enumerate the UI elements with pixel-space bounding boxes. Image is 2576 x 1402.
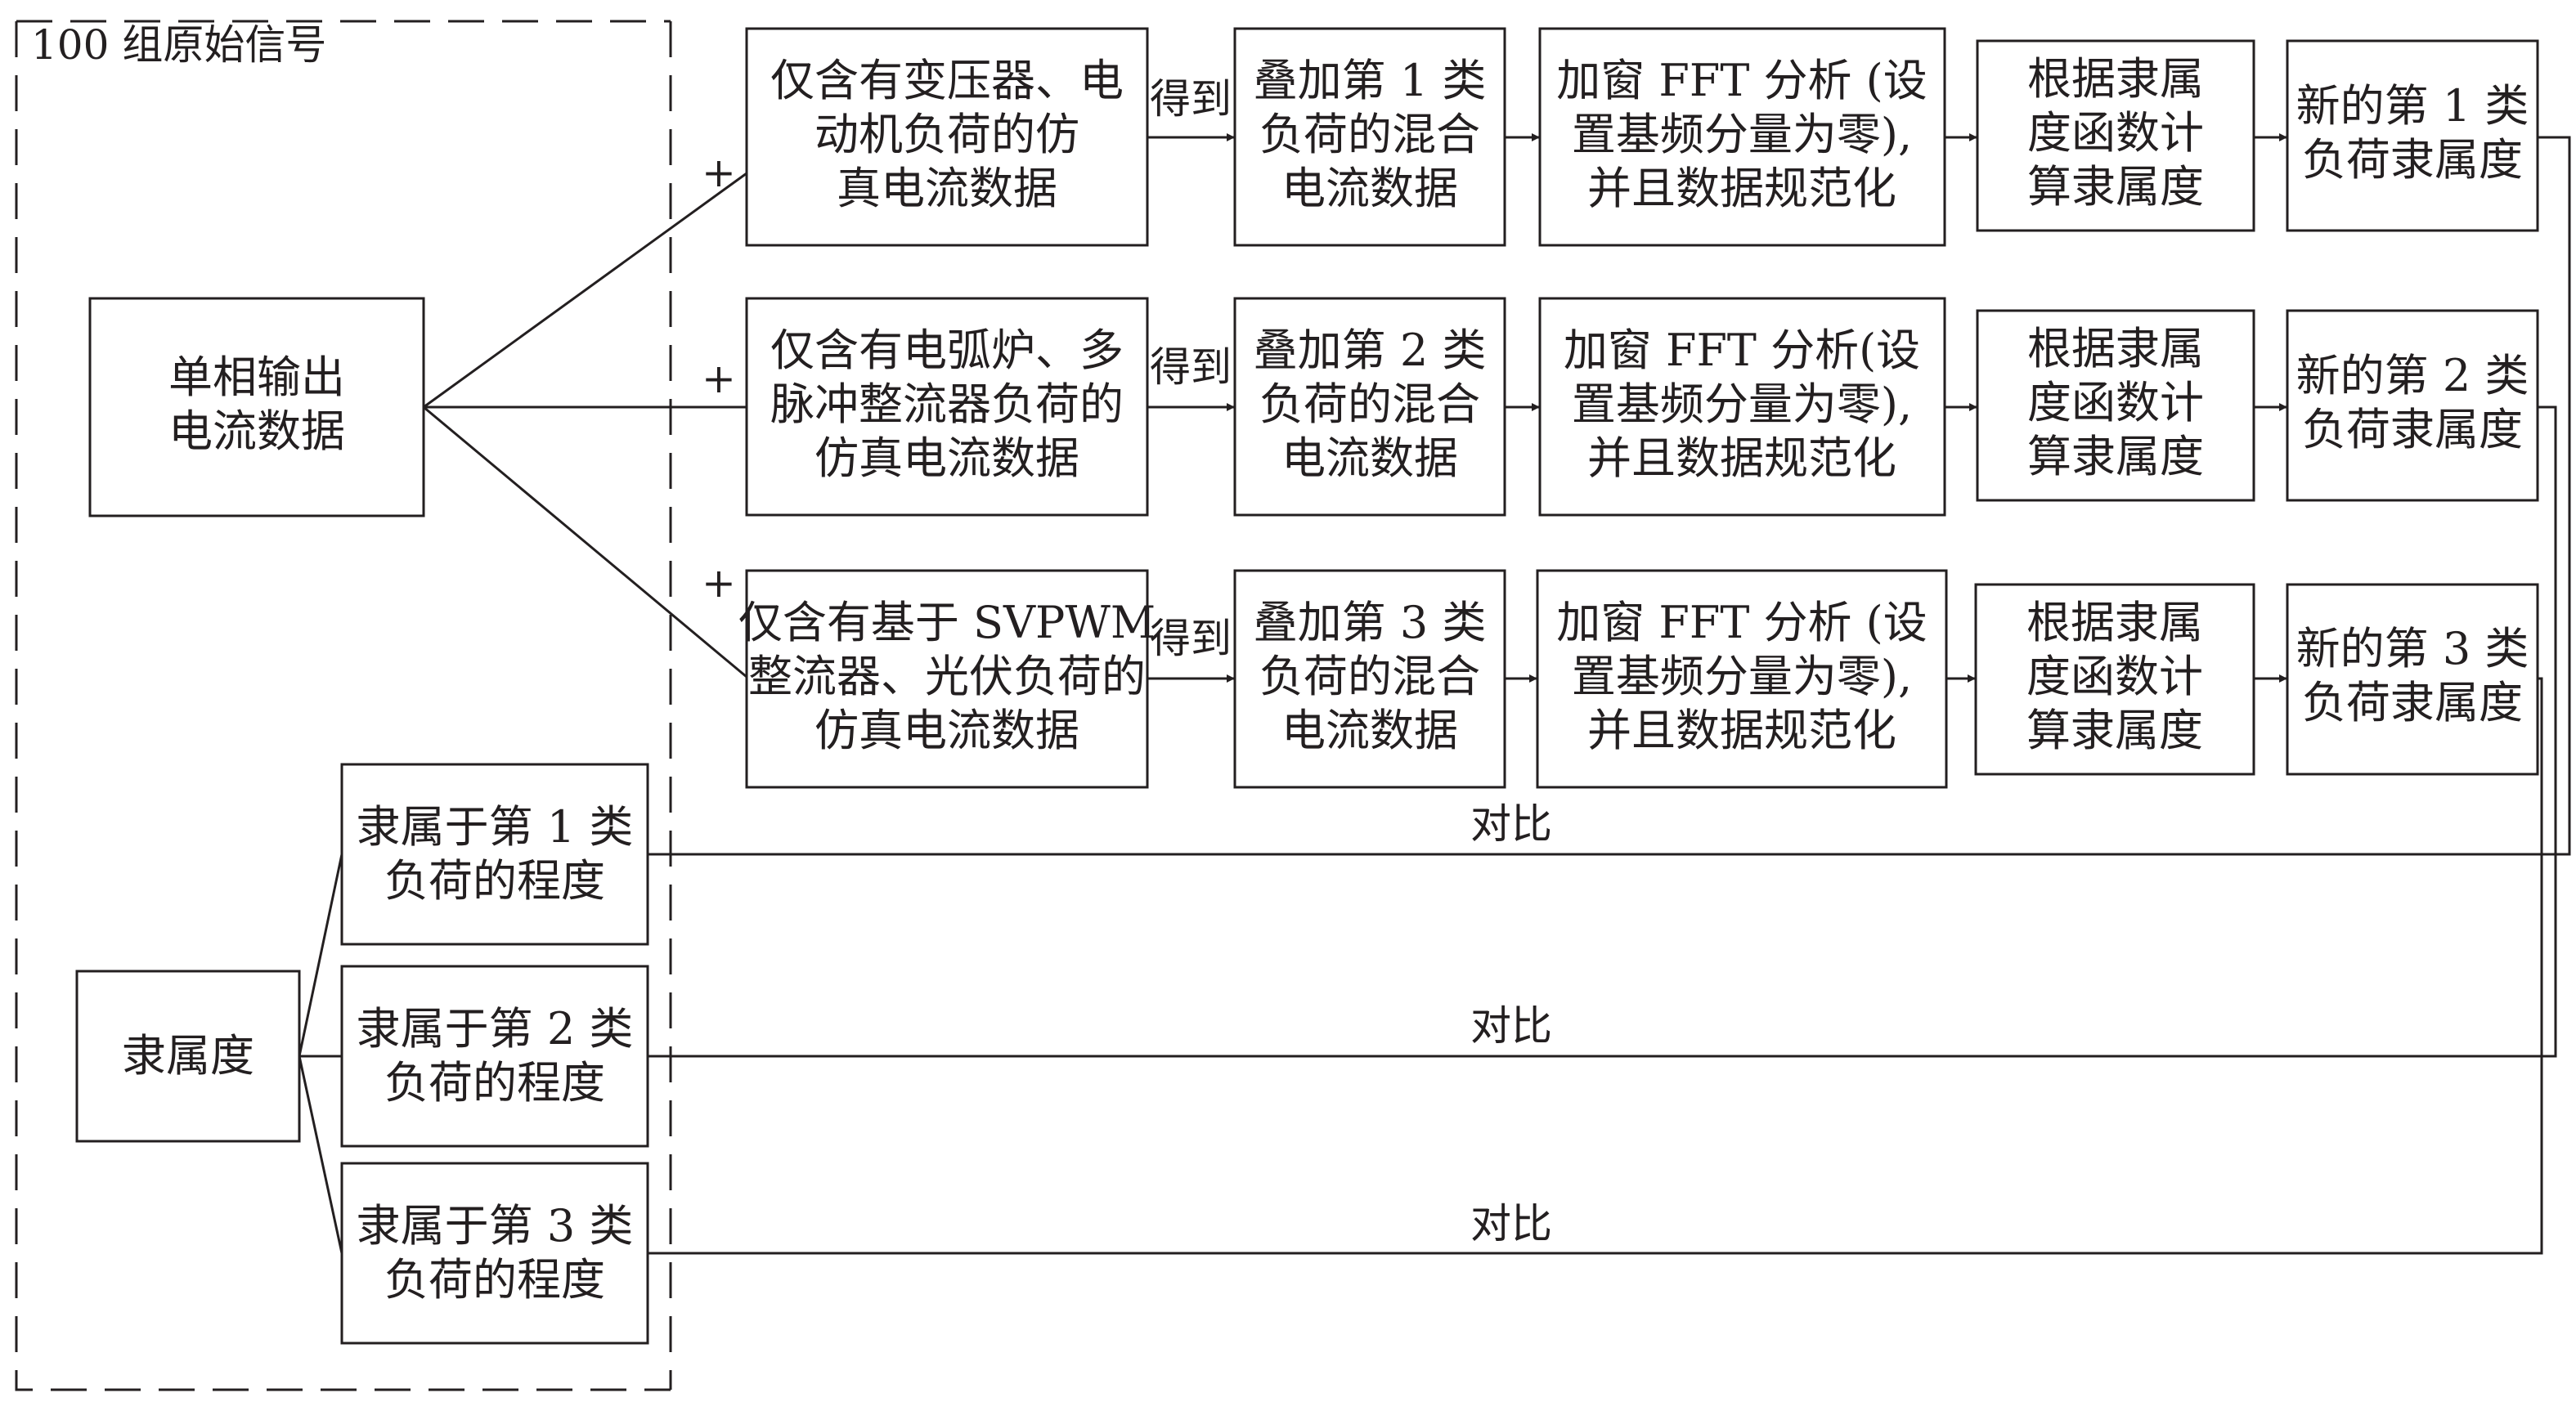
simulated-data-1-line-1: 仅含有变压器、电 (770, 55, 1124, 106)
membership-degree-label: 隶属度 (122, 1030, 254, 1082)
simulated-data-3-line-2: 整流器、光伏负荷的 (748, 651, 1146, 702)
membership-degree-box (75, 970, 301, 1143)
compare-line-2 (648, 405, 2557, 1058)
source-box-line-2: 电流数据 (168, 405, 345, 457)
plus-sign-2: + (702, 355, 736, 402)
group-label: 100 组原始信号 (31, 21, 326, 69)
obtain-label-1: 得到 (1150, 75, 1232, 123)
membership-calc-box-3 (1974, 583, 2255, 776)
mixed-data-2-line-2: 负荷的混合 (1259, 378, 1480, 430)
membership-calc-3-line-1: 根据隶属 (2026, 597, 2203, 648)
plus-sign-1: + (702, 149, 736, 196)
membership-calc-2-line-3: 算隶属度 (2027, 431, 2204, 482)
membership-calc-2-line-1: 根据隶属 (2027, 323, 2204, 374)
result-box-3 (2286, 583, 2539, 776)
mixed-data-2-line-3: 电流数据 (1281, 432, 1458, 484)
compare-label-2: 对比 (1470, 1002, 1552, 1050)
degree-box-2 (340, 965, 649, 1148)
fft-3-line-3: 并且数据规范化 (1587, 705, 1896, 756)
fan-line-3 (423, 405, 747, 679)
degree-3-line-1: 隶属于第 3 类 (357, 1200, 634, 1252)
simulated-data-2-line-1: 仅含有电弧炉、多 (770, 325, 1124, 376)
membership-calc-box-2 (1976, 309, 2255, 502)
membership-calc-2-line-2: 度函数计 (2027, 377, 2204, 428)
simulated-data-box-2 (745, 297, 1149, 517)
degree-1-line-1: 隶属于第 1 类 (357, 801, 634, 853)
simulated-data-1-line-2: 动机负荷的仿 (815, 109, 1079, 160)
fft-box-3 (1536, 569, 1948, 789)
simulated-data-box-1 (745, 27, 1149, 247)
obtain-label-2: 得到 (1150, 343, 1232, 391)
mixed-data-2-line-1: 叠加第 2 类 (1254, 325, 1487, 376)
simulated-data-2-line-2: 脉冲整流器负荷的 (770, 378, 1124, 430)
original-signals-group-border (15, 20, 672, 1391)
membership-calc-1-line-2: 度函数计 (2027, 107, 2204, 159)
degree-2-line-2: 负荷的程度 (384, 1057, 605, 1109)
degree-1-line-2: 负荷的程度 (384, 855, 605, 907)
membership-calc-3-line-2: 度函数计 (2026, 651, 2203, 702)
degree-2-line-1: 隶属于第 2 类 (357, 1003, 634, 1055)
fft-2-line-3: 并且数据规范化 (1587, 432, 1896, 484)
compare-line-3 (648, 677, 2543, 1255)
degree-box-3 (340, 1162, 649, 1345)
simulated-data-1-line-3: 真电流数据 (837, 163, 1057, 214)
obtain-label-3: 得到 (1150, 615, 1232, 662)
result-2-line-1: 新的第 2 类 (2296, 350, 2529, 401)
source-box (88, 297, 425, 517)
degree-fan-line-3 (298, 1055, 343, 1254)
membership-calc-1-line-3: 算隶属度 (2027, 161, 2204, 213)
degree-fan-line-1 (298, 853, 343, 1057)
mixed-data-1-line-1: 叠加第 1 类 (1254, 55, 1487, 106)
simulated-data-box-3 (745, 569, 1149, 789)
fft-box-1 (1538, 27, 1946, 247)
membership-calc-box-1 (1976, 39, 2255, 232)
result-box-2 (2286, 309, 2539, 502)
result-3-line-2: 负荷隶属度 (2302, 677, 2523, 728)
mixed-data-3-line-3: 电流数据 (1281, 705, 1458, 756)
result-box-1 (2286, 39, 2539, 232)
mixed-data-box-1 (1233, 27, 1506, 247)
degree-3-line-2: 负荷的程度 (384, 1254, 605, 1306)
mixed-data-1-line-2: 负荷的混合 (1259, 109, 1480, 160)
simulated-data-3-line-1: 仅含有基于 SVPWM (738, 597, 1156, 648)
fft-3-line-2: 置基频分量为零), (1572, 651, 1912, 702)
compare-label-3: 对比 (1470, 1200, 1552, 1247)
fft-3-line-1: 加窗 FFT 分析 (设 (1556, 597, 1928, 648)
fft-box-2 (1538, 297, 1946, 517)
source-box-line-1: 单相输出 (168, 352, 345, 403)
plus-sign-3: + (702, 559, 736, 607)
compare-label-1: 对比 (1470, 800, 1552, 848)
fft-1-line-1: 加窗 FFT 分析 (设 (1556, 55, 1928, 106)
result-2-line-2: 负荷隶属度 (2302, 404, 2523, 455)
mixed-data-box-2 (1233, 297, 1506, 517)
result-1-line-2: 负荷隶属度 (2302, 134, 2523, 186)
fft-1-line-2: 置基频分量为零), (1572, 109, 1912, 160)
compare-line-1 (648, 136, 2571, 856)
mixed-data-1-line-3: 电流数据 (1281, 163, 1458, 214)
fft-2-line-2: 置基频分量为零), (1572, 378, 1912, 430)
degree-box-1 (340, 763, 649, 946)
membership-calc-1-line-1: 根据隶属 (2027, 53, 2204, 105)
simulated-data-3-line-3: 仿真电流数据 (815, 705, 1079, 756)
fft-2-line-1: 加窗 FFT 分析(设 (1564, 325, 1920, 376)
membership-calc-3-line-3: 算隶属度 (2026, 705, 2203, 756)
mixed-data-3-line-2: 负荷的混合 (1259, 651, 1480, 702)
fan-line-1 (423, 172, 747, 409)
fft-1-line-3: 并且数据规范化 (1587, 163, 1896, 214)
result-3-line-1: 新的第 3 类 (2296, 623, 2529, 674)
mixed-data-3-line-1: 叠加第 3 类 (1254, 597, 1487, 648)
simulated-data-2-line-3: 仿真电流数据 (815, 432, 1079, 484)
result-1-line-1: 新的第 1 类 (2296, 80, 2529, 132)
